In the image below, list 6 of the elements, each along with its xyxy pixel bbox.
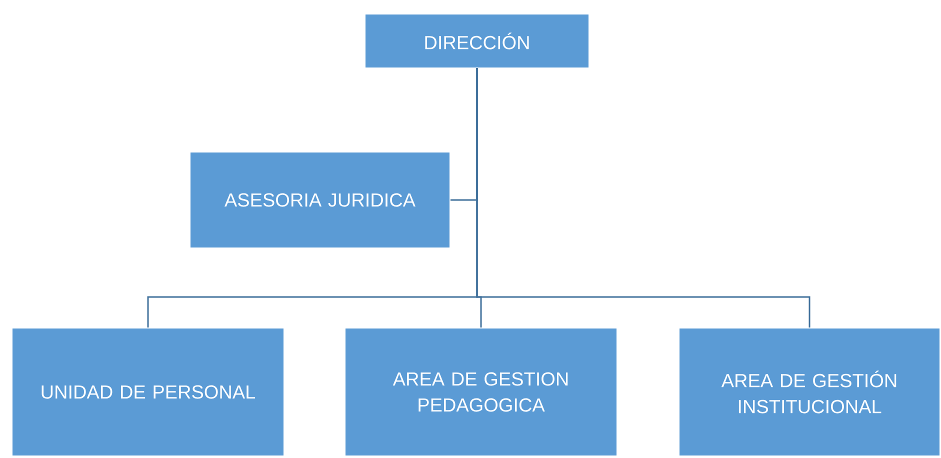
org-box: UNIDAD DE PERSONAL [12,328,284,456]
org-box: AREA DE GESTIÓN INSTITUCIONAL [678,328,941,456]
org-box: AREA DE GESTION PEDAGOGICA [344,328,618,456]
org-box: DIRECCIÓN [364,14,590,68]
connector-line [476,68,810,328]
org-box: ASESORIA JURIDICA [190,152,450,248]
